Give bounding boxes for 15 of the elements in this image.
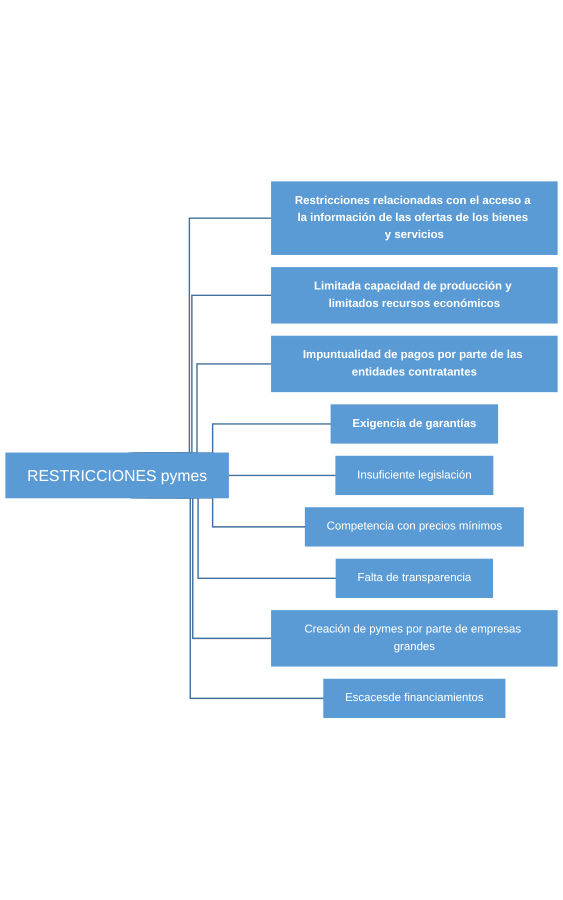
- node-box: Creación de pymes por parte de empresas grandes: [271, 610, 558, 667]
- node-box: Exigencia de garantías: [330, 404, 498, 444]
- node-box: Impuntualidad de pagos por parte de las entidades contratantes: [271, 336, 558, 392]
- node-box: Restricciones relacionadas con el acceso a la información de las ofertas de los bienes y servicios: [271, 182, 558, 256]
- connector: [134, 294, 272, 454]
- node-box: Limitada capacidad de producción y limitados recursos económicos: [271, 267, 558, 324]
- node-box: Escacesde financiamientos: [323, 679, 506, 718]
- connector: [175, 424, 331, 454]
- node-box: Competencia con precios mínimos: [304, 508, 524, 547]
- connector: [228, 475, 336, 476]
- node-box: Falta de transparencia: [336, 558, 494, 598]
- node-box: Insuficiente legislación: [335, 456, 494, 496]
- connector: [128, 218, 272, 454]
- connector: [144, 364, 272, 454]
- node-box: RESTRICCIONES pymes: [5, 452, 229, 499]
